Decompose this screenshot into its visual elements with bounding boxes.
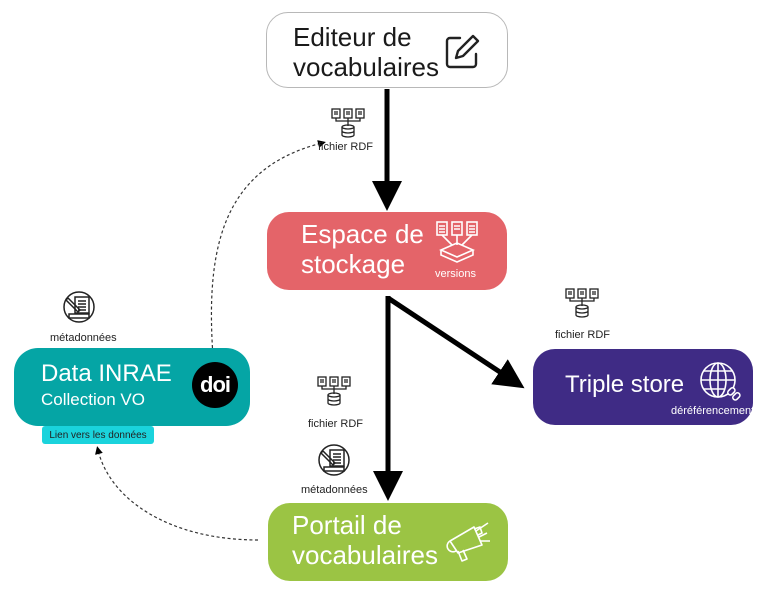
node-data-inrae[interactable]: Data INRAE Collection VO doi [14, 348, 250, 426]
rdf-file-icon [316, 376, 352, 411]
title-line-1: Editeur de [293, 22, 412, 52]
node-title: Editeur de vocabulaires [293, 22, 439, 83]
metadata-label-bottom: métadonnées [301, 484, 368, 496]
node-editeur-vocabulaires[interactable]: Editeur de vocabulaires [266, 12, 508, 88]
metadata-icon [317, 443, 351, 482]
node-subtitle: Collection VO [41, 390, 145, 409]
node-title: Espace de stockage [301, 219, 424, 280]
rdf-label-top: fichier RDF [318, 141, 374, 153]
edge-storage-to-triplestore [386, 295, 525, 389]
metadata-label-left: métadonnées [50, 332, 117, 344]
node-title: Portail de vocabulaires [292, 510, 438, 571]
node-subtitle: versions [435, 268, 476, 280]
edge-portail-to-link [95, 446, 259, 541]
rdf-file-icon [564, 288, 600, 323]
rdf-file-icon [330, 108, 366, 143]
node-title: Triple store [565, 371, 685, 398]
rdf-label-right: fichier RDF [555, 329, 611, 341]
globe-link-icon [697, 359, 743, 410]
title-line-2: stockage [301, 248, 406, 279]
edit-icon [443, 31, 483, 76]
rdf-label-bottom: fichier RDF [308, 418, 364, 430]
title-line-1: Espace de [301, 219, 424, 249]
versions-storage-icon [433, 220, 481, 271]
title-line-2: vocabulaires [293, 51, 439, 82]
doi-badge[interactable]: doi [192, 362, 238, 408]
title-line-2: vocabulaires [292, 539, 438, 570]
metadata-icon [62, 290, 96, 329]
node-subtitle: déréférencement [671, 405, 755, 417]
megaphone-icon [446, 517, 492, 570]
node-espace-stockage[interactable]: Espace de stockage versions [267, 212, 507, 290]
title-line-1: Portail de [292, 510, 402, 540]
node-triple-store[interactable]: Triple store déréférencement [533, 349, 755, 425]
node-portail-vocabulaires[interactable]: Portail de vocabulaires [268, 503, 508, 581]
node-title: Data INRAE [41, 360, 172, 387]
link-to-data-button[interactable]: Lien vers les données [42, 426, 154, 444]
